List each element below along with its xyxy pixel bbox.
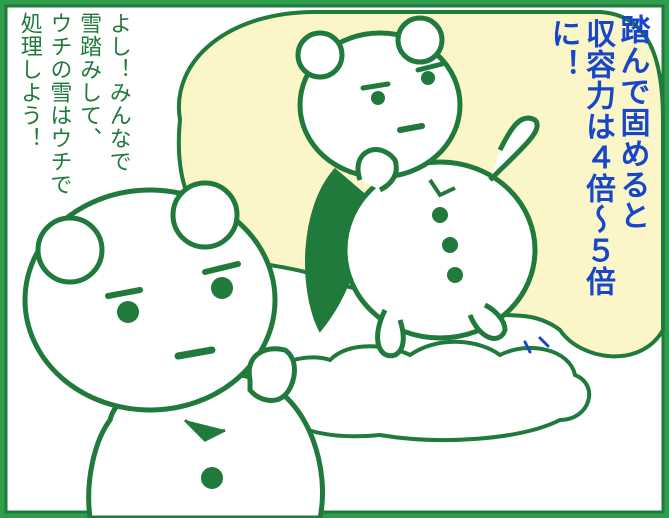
shout-line: 踏んで固めると <box>614 14 650 231</box>
bear-lower <box>22 180 325 518</box>
shout-text: 踏んで固めると 収容力は４倍～５倍に！ <box>545 14 650 354</box>
speech-line: よし！みんなで <box>105 12 131 173</box>
emphasis-marks <box>523 336 550 354</box>
speech-line: 雪踏みして、 <box>76 12 102 150</box>
speech-text: よし！みんなで 雪踏みして、 ウチの雪はウチで 処理しよう！ <box>14 12 133 312</box>
snow-mound <box>263 339 592 442</box>
shout-line: 収容力は４倍～５倍に！ <box>545 18 616 297</box>
bear-upper <box>295 15 540 359</box>
speech-line: 処理しよう！ <box>16 12 42 150</box>
speech-line: ウチの雪はウチで <box>46 12 72 196</box>
